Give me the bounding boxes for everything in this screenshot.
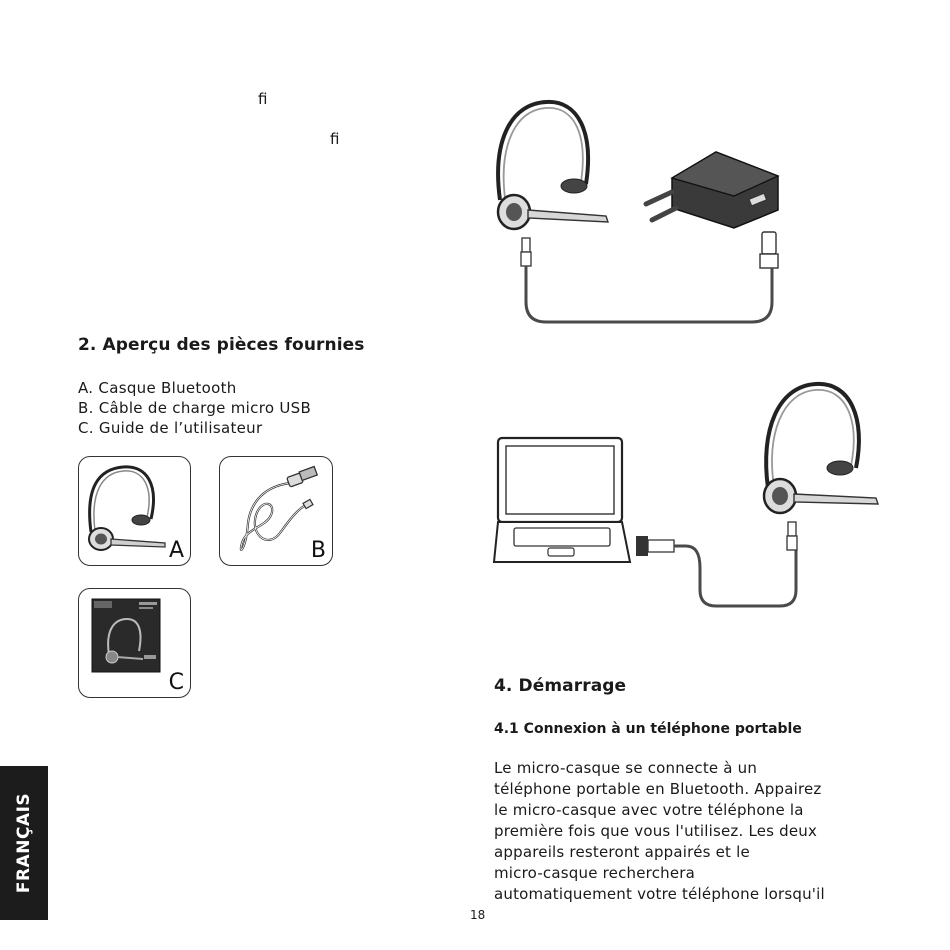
section-heading-parts: 2. Aperçu des pièces fournies: [78, 335, 365, 355]
list-item: B. Câble de charge micro USB: [78, 399, 312, 417]
headset-illustration: [88, 465, 166, 551]
part-card-headset: A: [78, 456, 191, 566]
charging-wall-adapter-illustration: [496, 99, 780, 324]
list-item: C. Guide de l’utilisateur: [78, 419, 263, 437]
paragraph-line: automatiquement votre téléphone lorsqu'i…: [494, 885, 825, 903]
part-label-c: C: [168, 670, 184, 695]
subsection-heading-phone-connection: 4.1 Connexion à un téléphone portable: [494, 721, 802, 737]
list-item: A. Casque Bluetooth: [78, 379, 237, 397]
language-label: FRANÇAIS: [14, 792, 34, 894]
guide-cover-illustration: [91, 598, 161, 673]
part-card-cable: B: [219, 456, 333, 566]
language-side-tab: FRANÇAIS: [0, 766, 48, 920]
part-card-guide: C: [78, 588, 191, 698]
paragraph-line: première fois que vous l'utilisez. Les d…: [494, 822, 818, 840]
part-label-b: B: [310, 538, 326, 563]
paragraph-line: téléphone portable en Bluetooth. Appaire…: [494, 780, 822, 798]
paragraph-line: micro-casque recherchera: [494, 864, 696, 882]
paragraph-line: le micro-casque avec votre téléphone la: [494, 801, 804, 819]
ligature-fragment: ﬁ: [258, 90, 268, 108]
body-paragraph: Le micro-casque se connecte à un télépho…: [494, 758, 844, 905]
paragraph-line: Le micro-casque se connecte à un: [494, 759, 758, 777]
section-heading-getting-started: 4. Démarrage: [494, 676, 627, 696]
parts-list: A. Casque Bluetooth B. Câble de charge m…: [78, 378, 311, 438]
charging-laptop-illustration: [492, 381, 879, 608]
paragraph-line: appareils resteront appairés et le: [494, 843, 750, 861]
part-label-a: A: [168, 538, 184, 563]
cable-illustration: [239, 465, 319, 551]
page-number: 18: [470, 908, 486, 922]
ligature-fragment: ﬁ: [330, 130, 340, 148]
